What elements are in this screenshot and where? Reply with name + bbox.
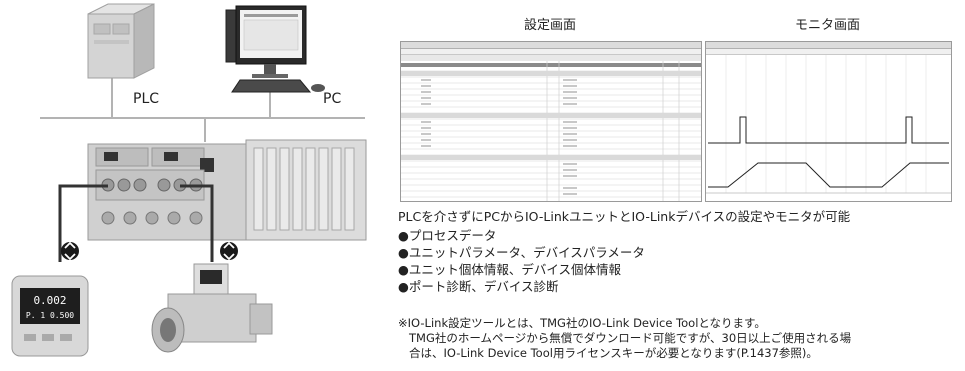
- description-item-diagnostics: ●ポート診断、デバイス診断: [398, 279, 559, 294]
- monitor-graph-area: [706, 55, 951, 201]
- cable-right: [180, 184, 214, 262]
- pressure-sensor-device: [11, 275, 89, 357]
- settings-parameter-table: [401, 55, 701, 201]
- description-item-process-data: ●プロセスデータ: [398, 228, 497, 243]
- settings-screen-title: 設定画面: [523, 18, 576, 33]
- settings-titlebar: [401, 42, 701, 49]
- monitor-screenshot: [705, 41, 952, 202]
- cable-left: [58, 184, 108, 262]
- sensor-display-top: 0.002: [33, 294, 66, 307]
- monitor-screen-title: モニタ画面: [794, 18, 860, 33]
- settings-tabbar: [401, 49, 701, 55]
- monitor-signal-digital: [708, 116, 949, 144]
- note-line-3: 合は、IO-Link Device Tool用ライセンスキーが必要となります(P…: [409, 346, 818, 360]
- plc-device: [87, 3, 155, 79]
- flow-sensor-device: [151, 263, 273, 353]
- description-item-individual-info: ●ユニット個体情報、デバイス個体情報: [398, 262, 622, 277]
- monitor-titlebar: [706, 42, 951, 49]
- io-link-symbol-right: [220, 241, 238, 261]
- monitor-tabbar: [706, 49, 951, 55]
- settings-screenshot: [400, 41, 702, 202]
- note-line-1: ※IO-Link設定ツールとは、TMG社のIO-Link Device Tool…: [398, 316, 766, 330]
- system-diagram: 0.002 P. 1 0.500: [11, 3, 367, 357]
- io-link-symbol-left: [61, 241, 79, 261]
- pc-device: [225, 5, 325, 93]
- description-item-parameters: ●ユニットパラメータ、デバイスパラメータ: [398, 245, 645, 260]
- io-link-unit: [87, 143, 247, 241]
- valve-manifold: [245, 139, 367, 241]
- description-lead: PLCを介さずにPCからIO-LinkユニットとIO-Linkデバイスの設定やモ…: [398, 209, 851, 224]
- monitor-signal-analog: [708, 162, 949, 188]
- note-line-2: TMG社のホームページから無償でダウンロード可能ですが、30日以上ご使用される場: [409, 331, 852, 345]
- plc-label: PLC: [133, 91, 160, 107]
- sensor-display-bottom: P. 1 0.500: [26, 311, 74, 320]
- pc-label: PC: [323, 91, 342, 107]
